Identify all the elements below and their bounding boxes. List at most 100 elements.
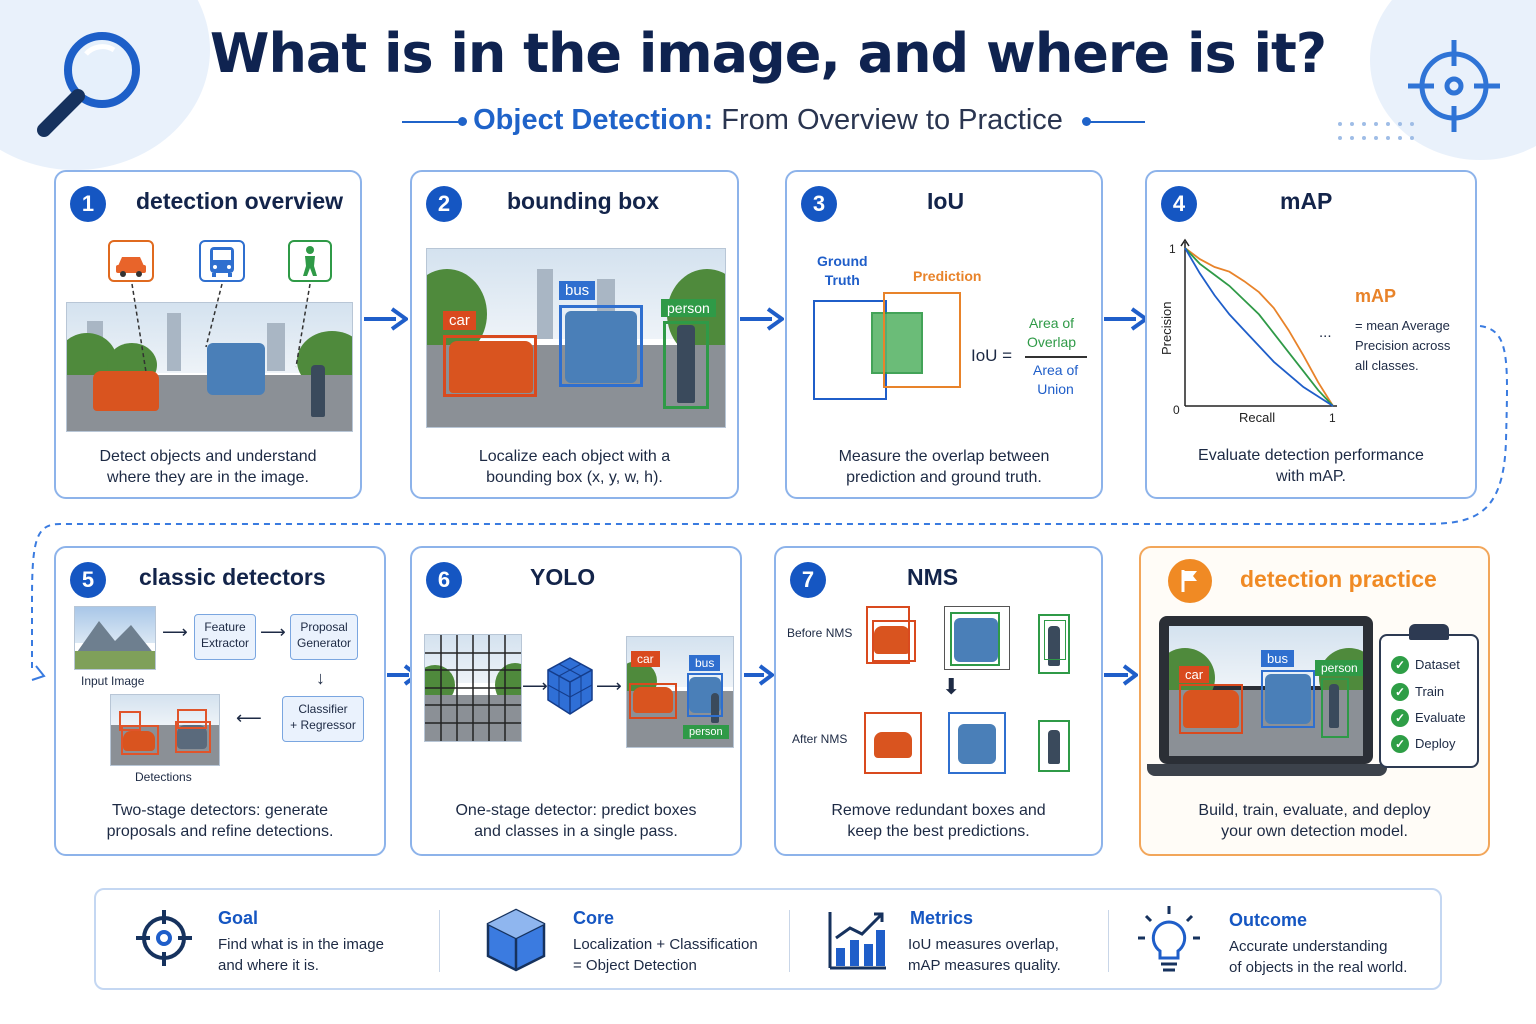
bar-chart-icon [828, 912, 886, 970]
check-icon: ✓ [1391, 683, 1409, 701]
flow-arrow [744, 664, 774, 686]
card-title: detection overview [136, 188, 344, 214]
person-bbox [1321, 678, 1349, 738]
flow-arrow: ⟶ [522, 676, 548, 696]
bus-bbox [1261, 670, 1315, 728]
caption-line: where they are in the image. [107, 469, 309, 486]
grid-image [424, 634, 522, 742]
checklist-item: Train [1415, 684, 1445, 699]
fraction-bar [1025, 356, 1087, 358]
step-number: 2 [426, 186, 462, 222]
subtitle-rest: From Overview to Practice [713, 104, 1063, 136]
summary-title: Metrics [910, 908, 974, 928]
checklist-item: Dataset [1415, 657, 1460, 672]
iou-equation: IoU = [971, 346, 1013, 365]
step-number: 4 [1161, 186, 1197, 222]
summary-title: Outcome [1229, 910, 1308, 930]
dashed-connector [31, 325, 1508, 681]
caption-line: keep the best predictions. [847, 823, 1030, 840]
magnifier-icon [37, 32, 140, 137]
subtitle-accent: Object Detection: [473, 104, 714, 136]
subtitle-dot-right [1082, 117, 1091, 126]
prediction-label: Prediction [913, 268, 982, 284]
summary-title: Core [573, 908, 615, 928]
detection-bbox [177, 709, 207, 729]
feature-extractor-box: Feature Extractor [194, 614, 256, 660]
nms-bbox [1044, 620, 1066, 660]
card-title: classic detectors [139, 564, 326, 590]
summary-line: and where it is. [218, 957, 319, 974]
dot-grid-decor [1338, 122, 1414, 140]
summary-line: of objects in the real world. [1229, 959, 1408, 976]
pr-series-line-3 [1184, 247, 1334, 407]
flag-icon [1168, 559, 1212, 603]
before-nms-label: Before NMS [787, 626, 853, 640]
iou-numerator: Area of Overlap [1027, 315, 1077, 350]
step-number: 7 [790, 562, 826, 598]
nms-bbox [950, 612, 1000, 666]
check-icon: ✓ [1391, 656, 1409, 674]
caption-line: Detect objects and understand [99, 448, 317, 465]
subtitle-line-right [1088, 121, 1145, 123]
pr-series-line-1 [1184, 247, 1334, 407]
card-caption: Detect objects and understand where they … [56, 446, 360, 488]
classifier-regressor-box: Classifier + Regressor [282, 696, 364, 742]
summary-text: IoU measures overlap,mAP measures qualit… [908, 934, 1061, 976]
card-detection-overview: 1 detection overview Detect objects and … [54, 170, 362, 499]
car-bbox [1179, 684, 1243, 734]
x-tick-label: 1 [1329, 411, 1336, 425]
car-object [633, 687, 673, 713]
page-title: What is in the image, and where is it? [209, 22, 1327, 85]
flow-arrow-down: ↓ [316, 668, 325, 688]
summary-line: IoU measures overlap, [908, 936, 1059, 953]
down-arrow-icon: ⬇ [942, 674, 961, 699]
road [75, 651, 155, 669]
ground-truth-label: Ground Truth [817, 253, 868, 288]
nms-bbox [1038, 614, 1070, 674]
flow-arrow: ⟶ [596, 676, 622, 696]
car-class-icon [108, 240, 154, 282]
bus-bbox [559, 305, 643, 387]
step-number: 1 [70, 186, 106, 222]
check-icon: ✓ [1391, 735, 1409, 753]
target-icon [136, 910, 192, 966]
person-object [677, 325, 695, 403]
laptop-display: car bus person [1169, 626, 1363, 756]
caption-line: with mAP. [1276, 468, 1346, 485]
checklist-item: Deploy [1415, 736, 1456, 751]
caption-line: Localize each object with a [478, 448, 671, 465]
summary-line: Find what is in the image [218, 936, 384, 953]
person-label: person [1315, 660, 1363, 676]
car-label: car [443, 311, 476, 330]
card-title: mAP [1280, 188, 1333, 214]
input-image-label: Input Image [81, 674, 145, 688]
check-icon: ✓ [1391, 709, 1409, 727]
card-title: bounding box [507, 188, 660, 214]
iou-denominator: Area of Union [1033, 362, 1079, 397]
caption-line: bounding box (x, y, w, h). [486, 469, 663, 486]
street-photo: car bus person [426, 248, 726, 428]
y-tick-label: 1 [1169, 242, 1176, 256]
bus-object [565, 311, 637, 383]
card-title: YOLO [530, 564, 596, 590]
person-object [1048, 626, 1060, 666]
detection-bbox [119, 711, 141, 731]
after-bus-thumb [948, 712, 1006, 774]
flow-arrow [740, 307, 784, 331]
flow-arrow [364, 307, 408, 331]
detection-dashed-lines [131, 283, 311, 373]
proposal-generator-box: Proposal Generator [290, 614, 358, 660]
y-axis-arrowhead [1180, 238, 1190, 247]
nms-bbox [872, 620, 916, 662]
card-classic-detectors: 5 classic detectors Input Image ⟶ Featur… [54, 546, 386, 856]
step-number: 6 [426, 562, 462, 598]
person-object [711, 693, 719, 723]
caption-line: Evaluate detection performance [1198, 447, 1424, 464]
cube-icon [486, 908, 546, 972]
before-person-thumb [1038, 614, 1070, 674]
